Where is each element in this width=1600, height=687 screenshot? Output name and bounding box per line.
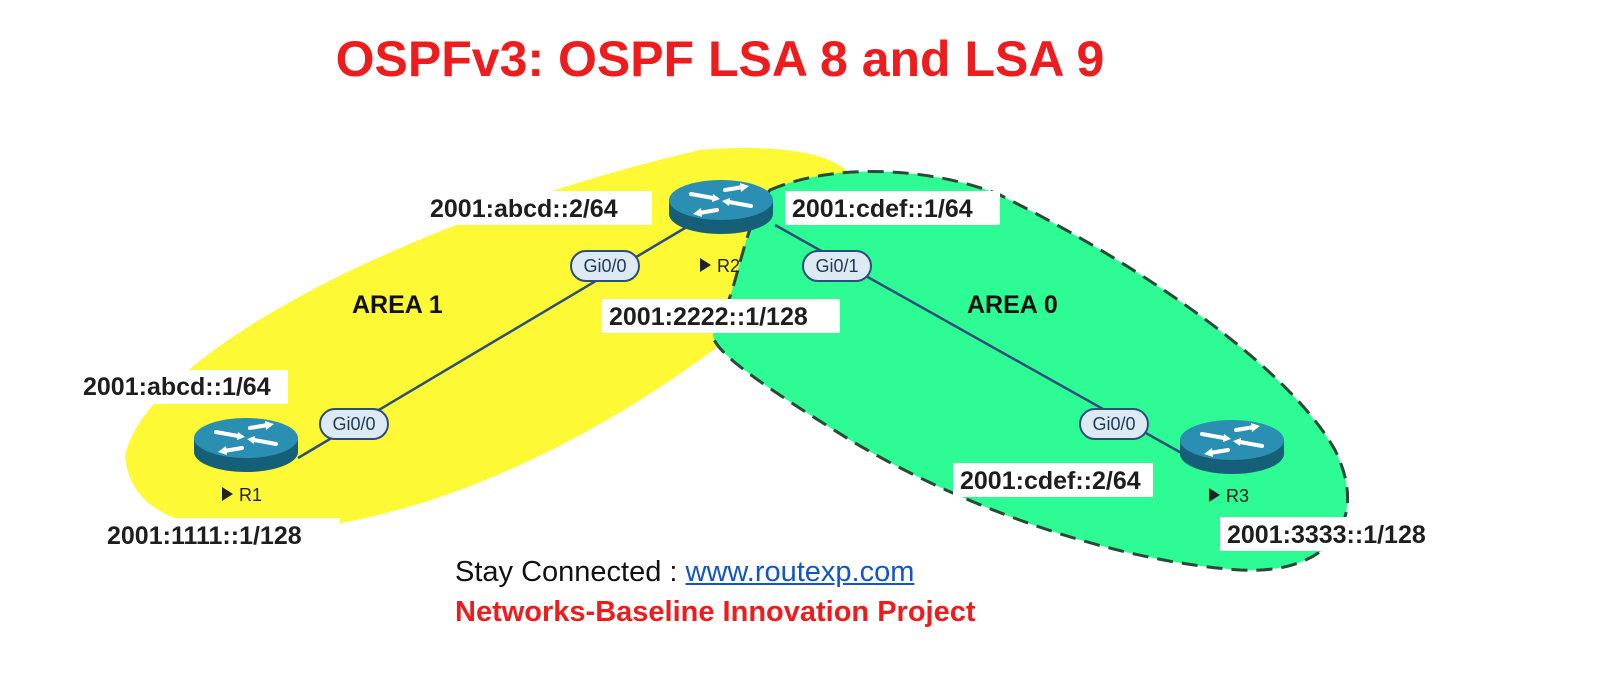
page-title: OSPFv3: OSPF LSA 8 and LSA 9 [335, 31, 1105, 87]
address-r2-gi01: 2001:cdef::1/64 [792, 195, 973, 223]
router-r3-name: R3 [1226, 486, 1249, 506]
svg-text:Gi0/0: Gi0/0 [583, 256, 626, 276]
play-icon [700, 258, 711, 272]
router-r1[interactable] [192, 416, 300, 474]
address-r2-loopback: 2001:2222::1/128 [609, 303, 808, 331]
router-r3[interactable] [1178, 418, 1286, 476]
stay-connected-label: Stay Connected : [455, 556, 686, 588]
svg-text:Gi0/0: Gi0/0 [332, 414, 375, 434]
area1-region [125, 148, 858, 531]
area1-label: AREA 1 [352, 291, 443, 319]
address-r2-gi00: 2001:abcd::2/64 [430, 195, 618, 223]
router-icon [192, 416, 300, 474]
svg-text:Gi0/0: Gi0/0 [1092, 414, 1135, 434]
interface-r3-gi00: Gi0/0 [1079, 408, 1149, 440]
area0-label: AREA 0 [967, 291, 1058, 319]
router-r2-name: R2 [717, 256, 740, 276]
address-r1-gi00: 2001:abcd::1/64 [83, 373, 271, 401]
play-icon [1209, 488, 1220, 502]
address-r3-gi00: 2001:cdef::2/64 [960, 467, 1141, 495]
router-r2[interactable] [667, 178, 775, 236]
interface-r1-gi00: Gi0/0 [319, 408, 389, 440]
router-icon [667, 178, 775, 236]
play-icon [222, 487, 233, 501]
router-icon [1178, 418, 1286, 476]
svg-text:Gi0/1: Gi0/1 [815, 256, 858, 276]
router-r1-name: R1 [239, 485, 262, 505]
project-name: Networks-Baseline Innovation Project [455, 596, 976, 628]
area0-region [711, 170, 1350, 572]
footer: Stay Connected : www.routexp.com Network… [455, 552, 976, 632]
address-r3-loopback: 2001:3333::1/128 [1227, 521, 1426, 549]
address-r1-loopback: 2001:1111::1/128 [107, 522, 302, 550]
website-link[interactable]: www.routexp.com [685, 556, 915, 588]
interface-r2-gi01: Gi0/1 [802, 250, 872, 282]
stay-connected-line: Stay Connected : www.routexp.com [455, 552, 976, 592]
interface-r2-gi00: Gi0/0 [570, 250, 640, 282]
